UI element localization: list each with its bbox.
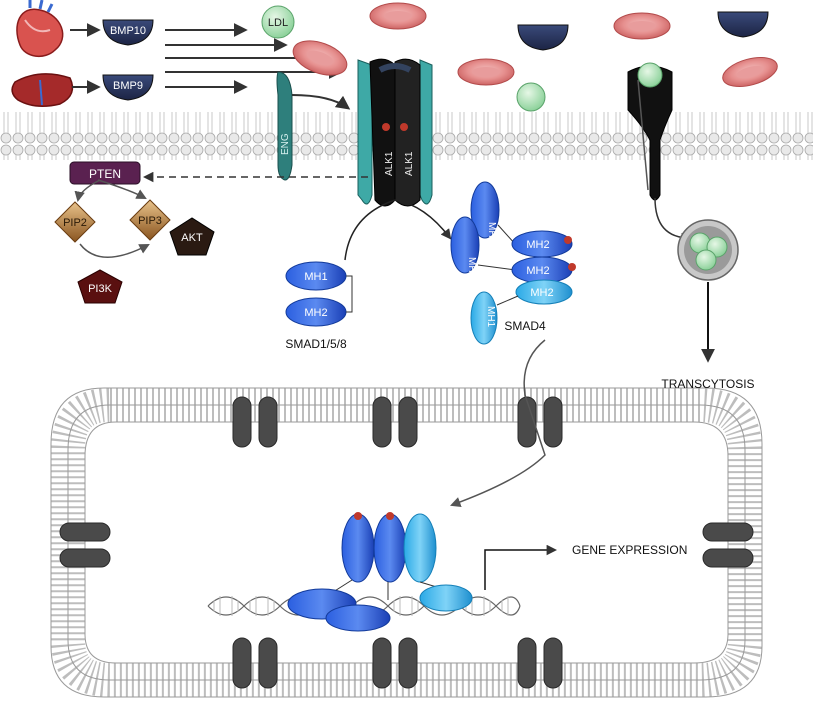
transcytosis-label: TRANSCYTOSIS (661, 377, 754, 391)
ldl-floating (516, 82, 546, 112)
svg-text:PTEN: PTEN (89, 167, 121, 181)
transcytosis-vesicle (654, 197, 739, 363)
nuclear-pores (59, 396, 754, 689)
alk1-label-a: ALK1 (384, 151, 395, 176)
pip-cycle-arrows (74, 179, 150, 258)
alk1-to-smad-complex-arrow (394, 199, 452, 240)
svg-text:PI3K: PI3K (88, 283, 113, 295)
svg-text:PIP3: PIP3 (138, 215, 162, 227)
pip2-node: PIP2 (54, 201, 96, 243)
smad-nuclear-entry-arrow (450, 339, 546, 508)
svg-text:MH1: MH1 (304, 271, 327, 283)
gene-expression-arrow (484, 544, 558, 590)
ldl-particle: LDL (261, 5, 295, 39)
transcytosis-receptor (627, 62, 673, 201)
smad158-monomer: MH1 MH2 (285, 261, 353, 327)
red-blood-cells (292, 2, 778, 87)
svg-text:MH1: MH1 (466, 257, 477, 279)
smad158-label: SMAD1/5/8 (285, 337, 347, 351)
svg-text:MH2: MH2 (304, 307, 327, 319)
smad4-label: SMAD4 (504, 319, 546, 333)
svg-text:MH2: MH2 (526, 265, 549, 277)
gene-expression-label: GENE EXPRESSION (572, 543, 687, 557)
alk1-to-smad158-line (344, 199, 396, 261)
svg-text:MH1: MH1 (485, 306, 496, 328)
alk1-label-b: ALK1 (404, 151, 415, 176)
bmp-ligand-floating (517, 11, 769, 51)
bmp9-ligand: BMP9 (102, 74, 154, 101)
bmp10-ligand: BMP10 (102, 19, 154, 46)
svg-text:AKT: AKT (181, 232, 203, 244)
smad-complex-on-dna (287, 512, 473, 632)
ligand-arrows (165, 23, 343, 94)
alk1-receptor-complex: ALK1 ALK1 (357, 58, 433, 207)
eng-receptor: ENG (276, 71, 293, 181)
eng-to-alk1-arrow (291, 94, 351, 110)
pten-node: PTEN (69, 161, 141, 185)
heart-icon (16, 0, 64, 57)
nuclear-membrane (50, 387, 763, 698)
eng-label: ENG (280, 133, 291, 155)
ldl-label: LDL (268, 17, 288, 29)
smad-complex: MH1 MH1 MH2 MH2 MH2 MH1 (450, 181, 576, 345)
pip3-node: PIP3 (129, 199, 171, 241)
bmp10-label: BMP10 (110, 25, 146, 37)
svg-text:MH2: MH2 (526, 239, 549, 251)
svg-text:MH1: MH1 (486, 222, 497, 244)
svg-text:MH2: MH2 (530, 287, 553, 299)
bmp9-label: BMP9 (113, 80, 143, 92)
akt-node: AKT (169, 217, 215, 256)
svg-text:PIP2: PIP2 (63, 217, 87, 229)
pi3k-node: PI3K (77, 269, 123, 304)
liver-icon (11, 73, 74, 107)
